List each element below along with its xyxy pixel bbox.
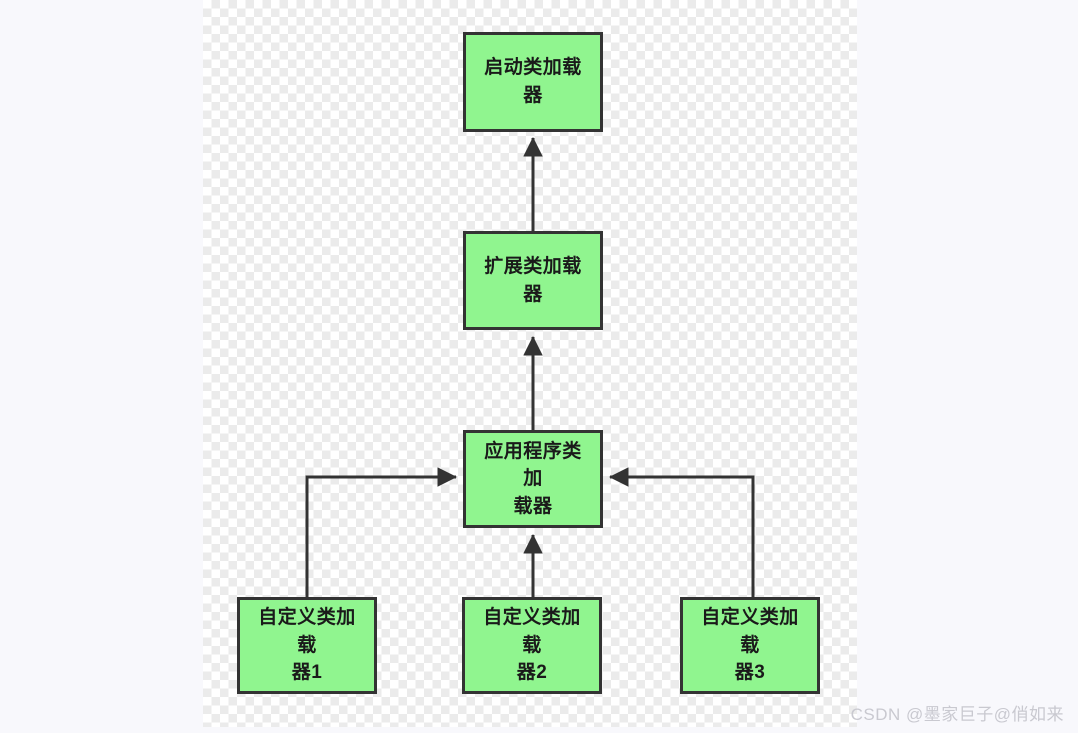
node-extension-class-loader[interactable]: 扩展类加载器 bbox=[463, 231, 603, 330]
node-label: 应用程序类加 载器 bbox=[484, 440, 582, 517]
node-label: 自定义类加载 器1 bbox=[258, 607, 356, 684]
node-custom-class-loader-1[interactable]: 自定义类加载 器1 bbox=[237, 597, 377, 694]
node-label: 自定义类加载 器3 bbox=[701, 607, 799, 684]
node-label: 扩展类加载器 bbox=[484, 255, 582, 305]
node-custom-class-loader-2[interactable]: 自定义类加载 器2 bbox=[462, 597, 602, 694]
node-label: 自定义类加载 器2 bbox=[483, 607, 581, 684]
node-custom-class-loader-3[interactable]: 自定义类加载 器3 bbox=[680, 597, 820, 694]
watermark: CSDN @墨家巨子@俏如来 bbox=[850, 705, 1064, 724]
node-application-class-loader[interactable]: 应用程序类加 载器 bbox=[463, 430, 603, 528]
node-label: 启动类加载器 bbox=[484, 57, 582, 106]
node-bootstrap-class-loader[interactable]: 启动类加载器 bbox=[463, 32, 603, 132]
